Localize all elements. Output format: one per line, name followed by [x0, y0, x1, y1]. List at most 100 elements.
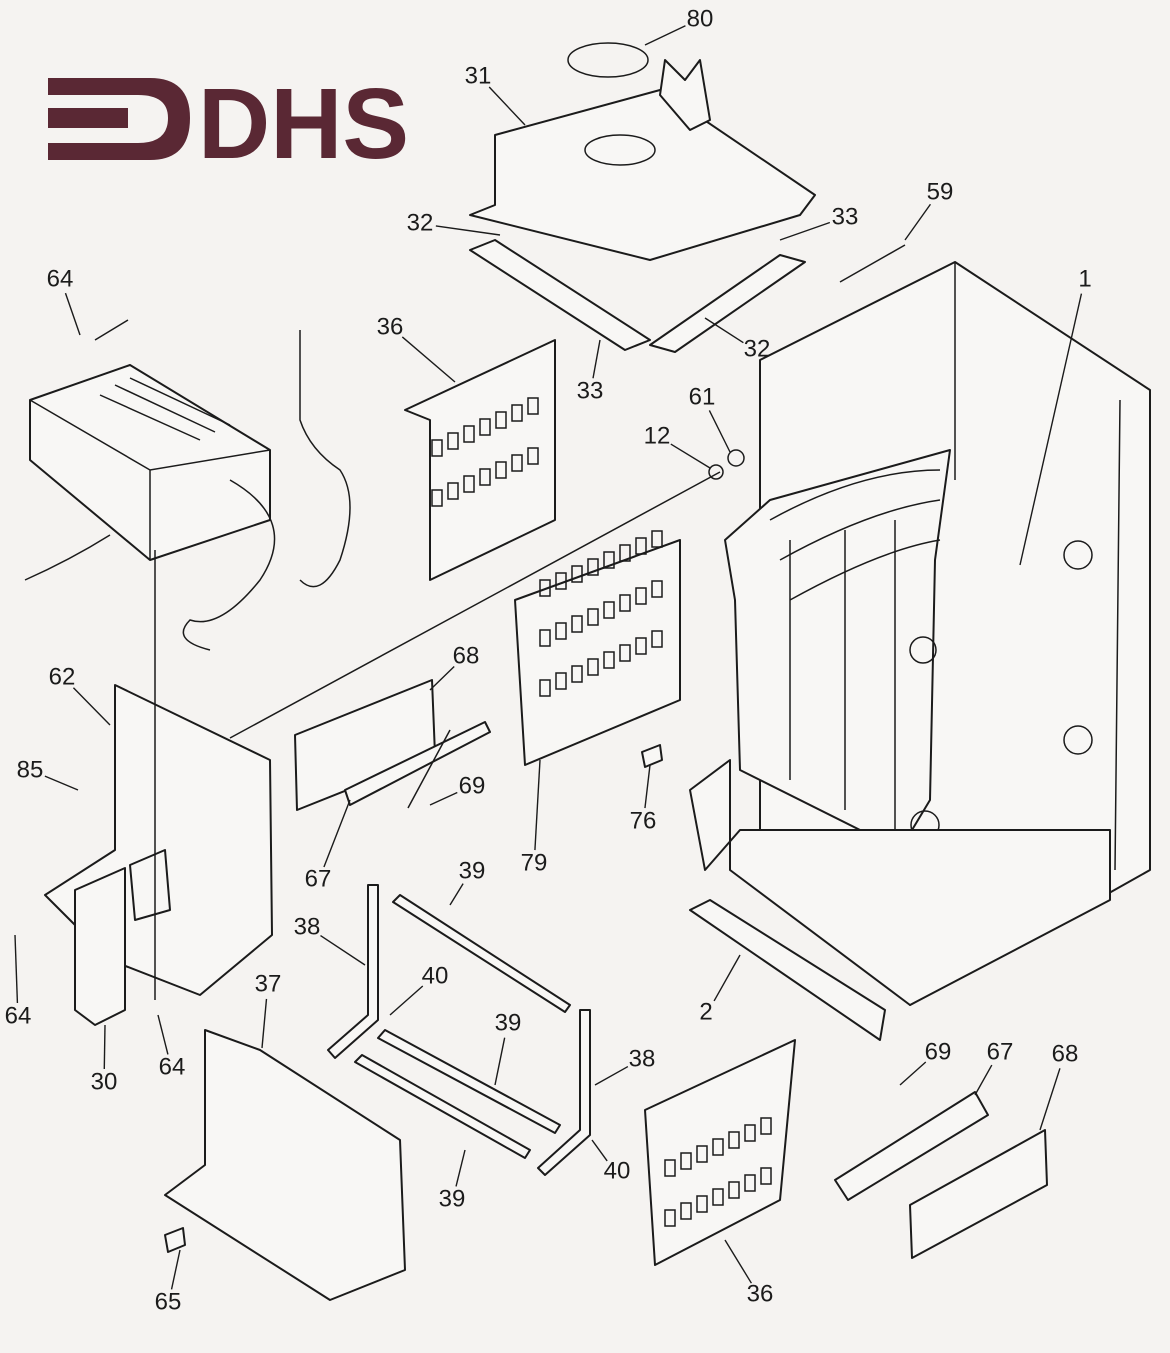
- callout-39: 39: [439, 1149, 466, 1212]
- callout-32: 32: [704, 317, 771, 362]
- leader-line: [401, 336, 456, 383]
- leader-line: [974, 1064, 993, 1096]
- leader-line: [644, 764, 651, 809]
- burner-port: [511, 454, 523, 472]
- callout-69: 69: [899, 1038, 952, 1086]
- leader-line: [488, 86, 526, 126]
- baffle-strip: [354, 1054, 531, 1159]
- callout-61: 61: [689, 383, 731, 453]
- burner-port: [760, 1117, 772, 1135]
- callout-76: 76: [630, 764, 656, 834]
- callout-number: 68: [453, 642, 480, 669]
- burner-port: [571, 565, 583, 583]
- burner-port: [696, 1195, 708, 1213]
- callout-number: 39: [439, 1185, 466, 1212]
- leader-line: [592, 339, 601, 379]
- callout-67: 67: [305, 799, 351, 892]
- callout-38: 38: [594, 1045, 655, 1086]
- leader-line: [724, 1239, 753, 1284]
- callout-number: 65: [155, 1288, 182, 1315]
- leader-line: [708, 410, 731, 453]
- callout-number: 64: [159, 1053, 186, 1080]
- callout-number: 69: [925, 1038, 952, 1065]
- leader-line: [429, 791, 458, 806]
- baffle-strip: [392, 894, 571, 1013]
- burner-port: [635, 637, 647, 655]
- callout-39: 39: [494, 1009, 521, 1086]
- burner-port: [555, 622, 567, 640]
- burner-port: [603, 551, 615, 569]
- callout-number: 67: [987, 1038, 1014, 1065]
- burner-port: [571, 615, 583, 633]
- callout-number: 32: [744, 335, 771, 362]
- burner-tray: [644, 1039, 796, 1266]
- burner-port: [495, 411, 507, 429]
- burner-port: [479, 418, 491, 436]
- callout-number: 2: [699, 998, 712, 1025]
- burner-port: [760, 1167, 772, 1185]
- side-baffle: [327, 884, 379, 1059]
- callout-number: 69: [459, 772, 486, 799]
- burner-port: [712, 1138, 724, 1156]
- burner-port: [696, 1145, 708, 1163]
- burner-port: [619, 644, 631, 662]
- leader-line: [704, 317, 744, 344]
- dhs-logo: DHS: [48, 68, 409, 180]
- leader-line: [591, 1139, 608, 1162]
- callout-number: 33: [832, 203, 859, 230]
- callout-67: 67: [974, 1038, 1014, 1096]
- leader-line: [1039, 1068, 1061, 1131]
- callout-number: 36: [377, 313, 404, 340]
- burner-port: [539, 629, 551, 647]
- leader-line: [1019, 293, 1083, 566]
- leader-line: [899, 1061, 927, 1086]
- logo-text: DHS: [198, 68, 409, 180]
- mounting-bracket: [74, 867, 126, 1026]
- leader-line: [904, 203, 932, 241]
- callout-2: 2: [699, 954, 741, 1025]
- burner-port: [555, 672, 567, 690]
- burner-port: [527, 447, 539, 465]
- side-baffle: [537, 1009, 591, 1176]
- access-plate: [909, 1129, 1048, 1259]
- callout-12: 12: [644, 422, 711, 469]
- leader-line: [170, 1249, 181, 1290]
- burner-port: [463, 425, 475, 443]
- burner-port: [511, 404, 523, 422]
- callout-number: 64: [5, 1002, 32, 1029]
- burner-port: [603, 651, 615, 669]
- leader-line: [64, 292, 81, 336]
- seal-strip: [649, 254, 806, 353]
- burner-port: [479, 468, 491, 486]
- leader-line: [103, 1024, 106, 1070]
- callout-1: 1: [1019, 265, 1092, 566]
- callout-65: 65: [155, 1249, 182, 1315]
- burner-port: [651, 580, 663, 598]
- leader-line: [14, 934, 19, 1004]
- logo-arrow-mark: [48, 78, 190, 160]
- burner-port: [555, 572, 567, 590]
- burner-port: [651, 530, 663, 548]
- flue-collector-cover: [469, 89, 816, 261]
- callout-number: 64: [47, 265, 74, 292]
- leader-line: [429, 665, 455, 691]
- callout-number: 31: [465, 62, 492, 89]
- callout-number: 12: [644, 422, 671, 449]
- burner-port: [587, 658, 599, 676]
- callout-37: 37: [255, 970, 281, 1049]
- angle-bracket: [834, 1091, 989, 1201]
- burner-port: [680, 1202, 692, 1220]
- burner-port: [539, 679, 551, 697]
- burner-port: [571, 665, 583, 683]
- callout-36: 36: [377, 313, 456, 383]
- burner-port: [728, 1181, 740, 1199]
- leader-line: [261, 998, 268, 1049]
- leader-line: [44, 775, 79, 791]
- callout-40: 40: [389, 962, 448, 1016]
- callout-38: 38: [294, 913, 366, 966]
- burner-port: [664, 1209, 676, 1227]
- callout-85: 85: [17, 756, 79, 791]
- burner-port: [744, 1124, 756, 1142]
